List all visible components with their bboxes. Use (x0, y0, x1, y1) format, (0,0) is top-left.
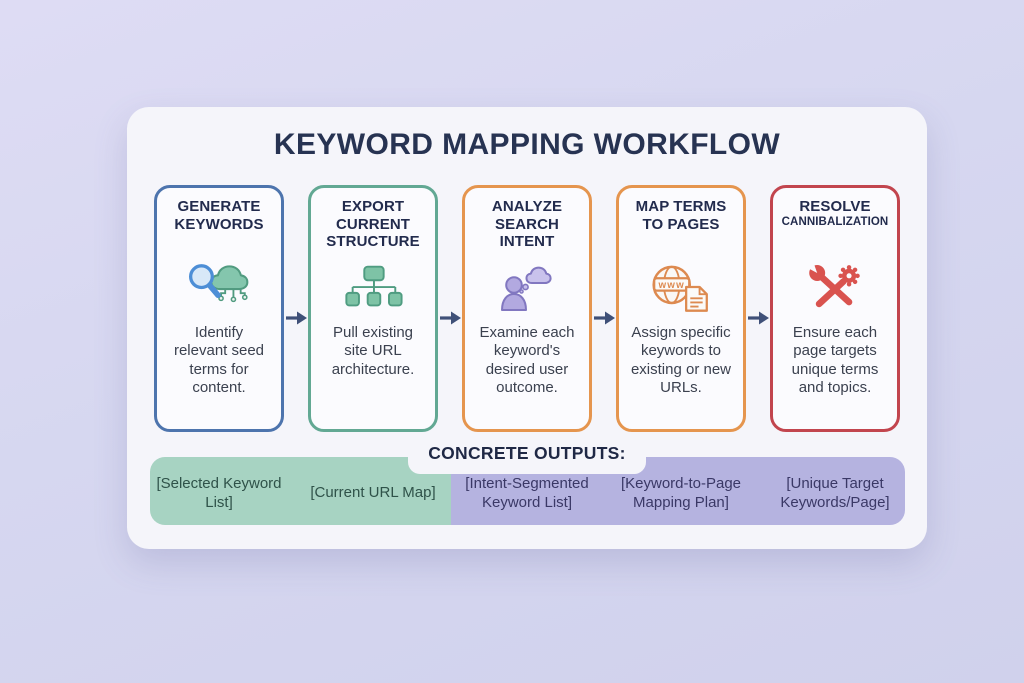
flow-arrow-icon (746, 185, 770, 432)
step-title: EXPORT CURRENT STRUCTURE (326, 198, 420, 251)
step-title: MAP TERMS TO PAGES (635, 198, 727, 233)
step-box-map-terms: MAP TERMS TO PAGES www Assign specific k… (616, 185, 746, 432)
user-thought-icon (495, 256, 559, 320)
workflow-steps-row: GENERATE KEYWORDS Identify relevant seed… (154, 185, 900, 432)
step-box-analyze-intent: ANALYZE SEARCH INTENT Examine each keywo… (462, 185, 592, 432)
step-box-export-structure: EXPORT CURRENT STRUCTURE Pull existing s… (308, 185, 438, 432)
globe-document-icon: www (648, 256, 714, 320)
step-description: Identify relevant seed terms for content… (173, 324, 265, 396)
outputs-label: CONCRETE OUTPUTS: (428, 442, 626, 463)
output-item-mapping-plan: [Keyword-to-Page Mapping Plan] (620, 474, 742, 512)
page-title: KEYWORD MAPPING WORKFLOW (273, 128, 781, 161)
step-title: GENERATE KEYWORDS (174, 198, 264, 233)
outputs-labels-row: [Selected Keyword List] [Current URL Map… (154, 471, 900, 515)
step-box-generate-keywords: GENERATE KEYWORDS Identify relevant seed… (154, 185, 284, 432)
step-box-resolve-cannibalization: RESOLVE CANNIBALIZATION (770, 185, 900, 432)
step-title-small: CANNIBALIZATION (781, 215, 889, 228)
step-description: Pull existing site URL architecture. (331, 324, 415, 378)
search-cloud-icon (186, 256, 252, 320)
svg-text:www: www (657, 280, 685, 291)
output-item-current-url-map: [Current URL Map] (310, 484, 436, 502)
step-title: ANALYZE SEARCH INTENT (491, 198, 563, 251)
output-item-selected-keyword-list: [Selected Keyword List] (156, 474, 282, 512)
sitemap-icon (342, 256, 404, 320)
flow-arrow-icon (592, 185, 616, 432)
tools-icon (805, 256, 865, 320)
output-item-intent-segmented-list: [Intent-Segmented Keyword List] (465, 474, 589, 512)
flow-arrow-icon (284, 185, 308, 432)
step-description: Examine each keyword's desired user outc… (479, 324, 575, 396)
output-item-unique-target-keywords: [Unique Target Keywords/Page] (780, 474, 890, 512)
workflow-card: KEYWORD MAPPING WORKFLOW GENERATE KEYWOR… (127, 107, 927, 549)
step-description: Assign specific keywords to existing or … (630, 324, 732, 396)
step-description: Ensure each page targets unique terms an… (791, 324, 879, 396)
flow-arrow-icon (438, 185, 462, 432)
step-title: RESOLVE (799, 198, 871, 215)
outputs-label-tab: CONCRETE OUTPUTS: (408, 432, 646, 474)
